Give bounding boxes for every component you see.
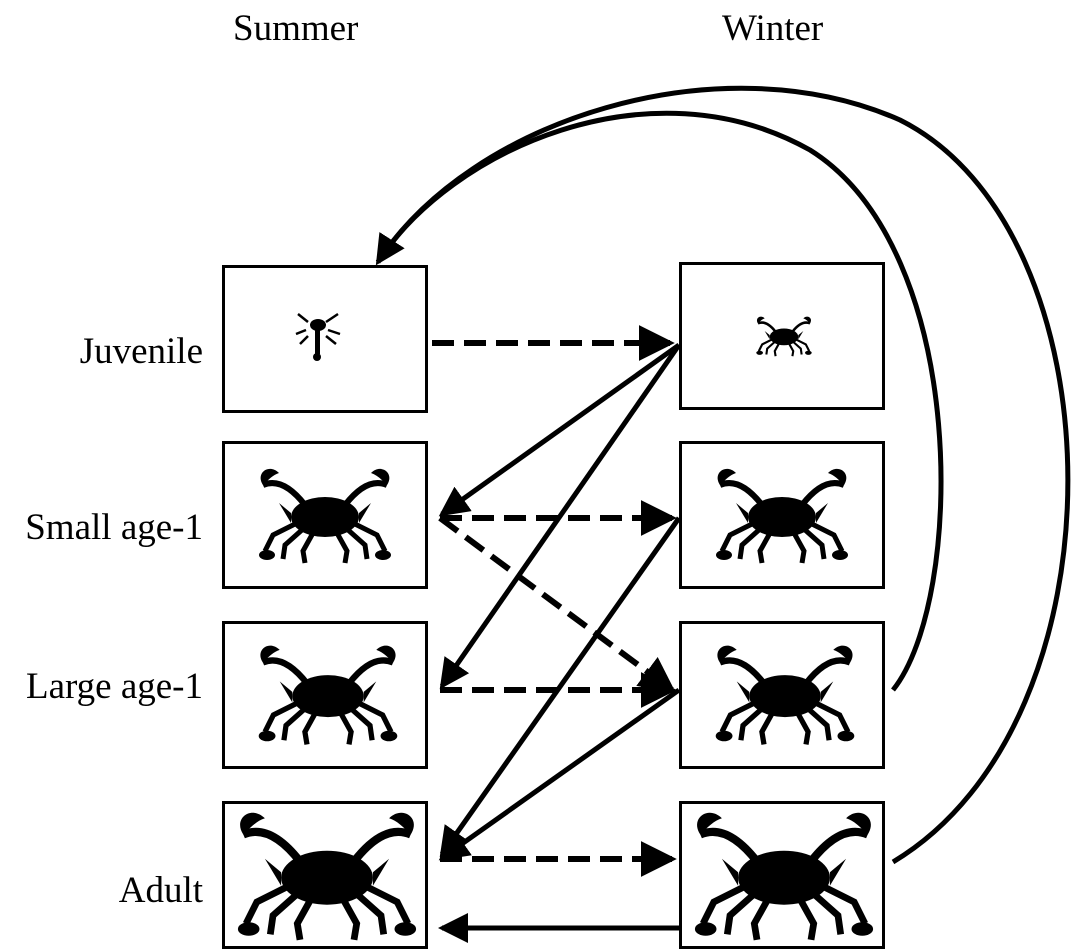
- arrow-winter-juvenile-to-summer-large: [439, 343, 682, 690]
- arrow-winter-juvenile-to-summer-small: [438, 342, 681, 517]
- row-label-juvenile: Juvenile: [79, 331, 203, 372]
- row-label-adult: Adult: [118, 870, 203, 911]
- arrow-winter-large-to-summer-juvenile: [375, 110, 944, 692]
- winter-column-header: Winter: [722, 8, 824, 49]
- crab-small-icon: [716, 469, 848, 563]
- summer-column-header: Summer: [233, 8, 359, 49]
- row-label-large-age-1: Large age-1: [25, 666, 203, 707]
- crab-adult-icon: [238, 813, 416, 940]
- crab-tiny-icon: [755, 315, 813, 358]
- summer-juvenile-box: [222, 265, 428, 413]
- arrow-winter-small-to-summer-adult: [439, 516, 682, 858]
- crab-large-icon: [716, 646, 855, 745]
- row-label-small-age-1: Small age-1: [25, 507, 203, 548]
- crab-adult-icon: [695, 813, 873, 940]
- crab-small-icon: [259, 469, 391, 563]
- arrow-summer-small-to-winter-large: [438, 515, 676, 693]
- crab-megalopa-icon: [295, 312, 341, 361]
- arrow-winter-large-to-summer-adult: [438, 687, 681, 861]
- crab-large-icon: [259, 646, 398, 745]
- arrow-winter-adult-to-summer-juvenile: [375, 85, 1071, 865]
